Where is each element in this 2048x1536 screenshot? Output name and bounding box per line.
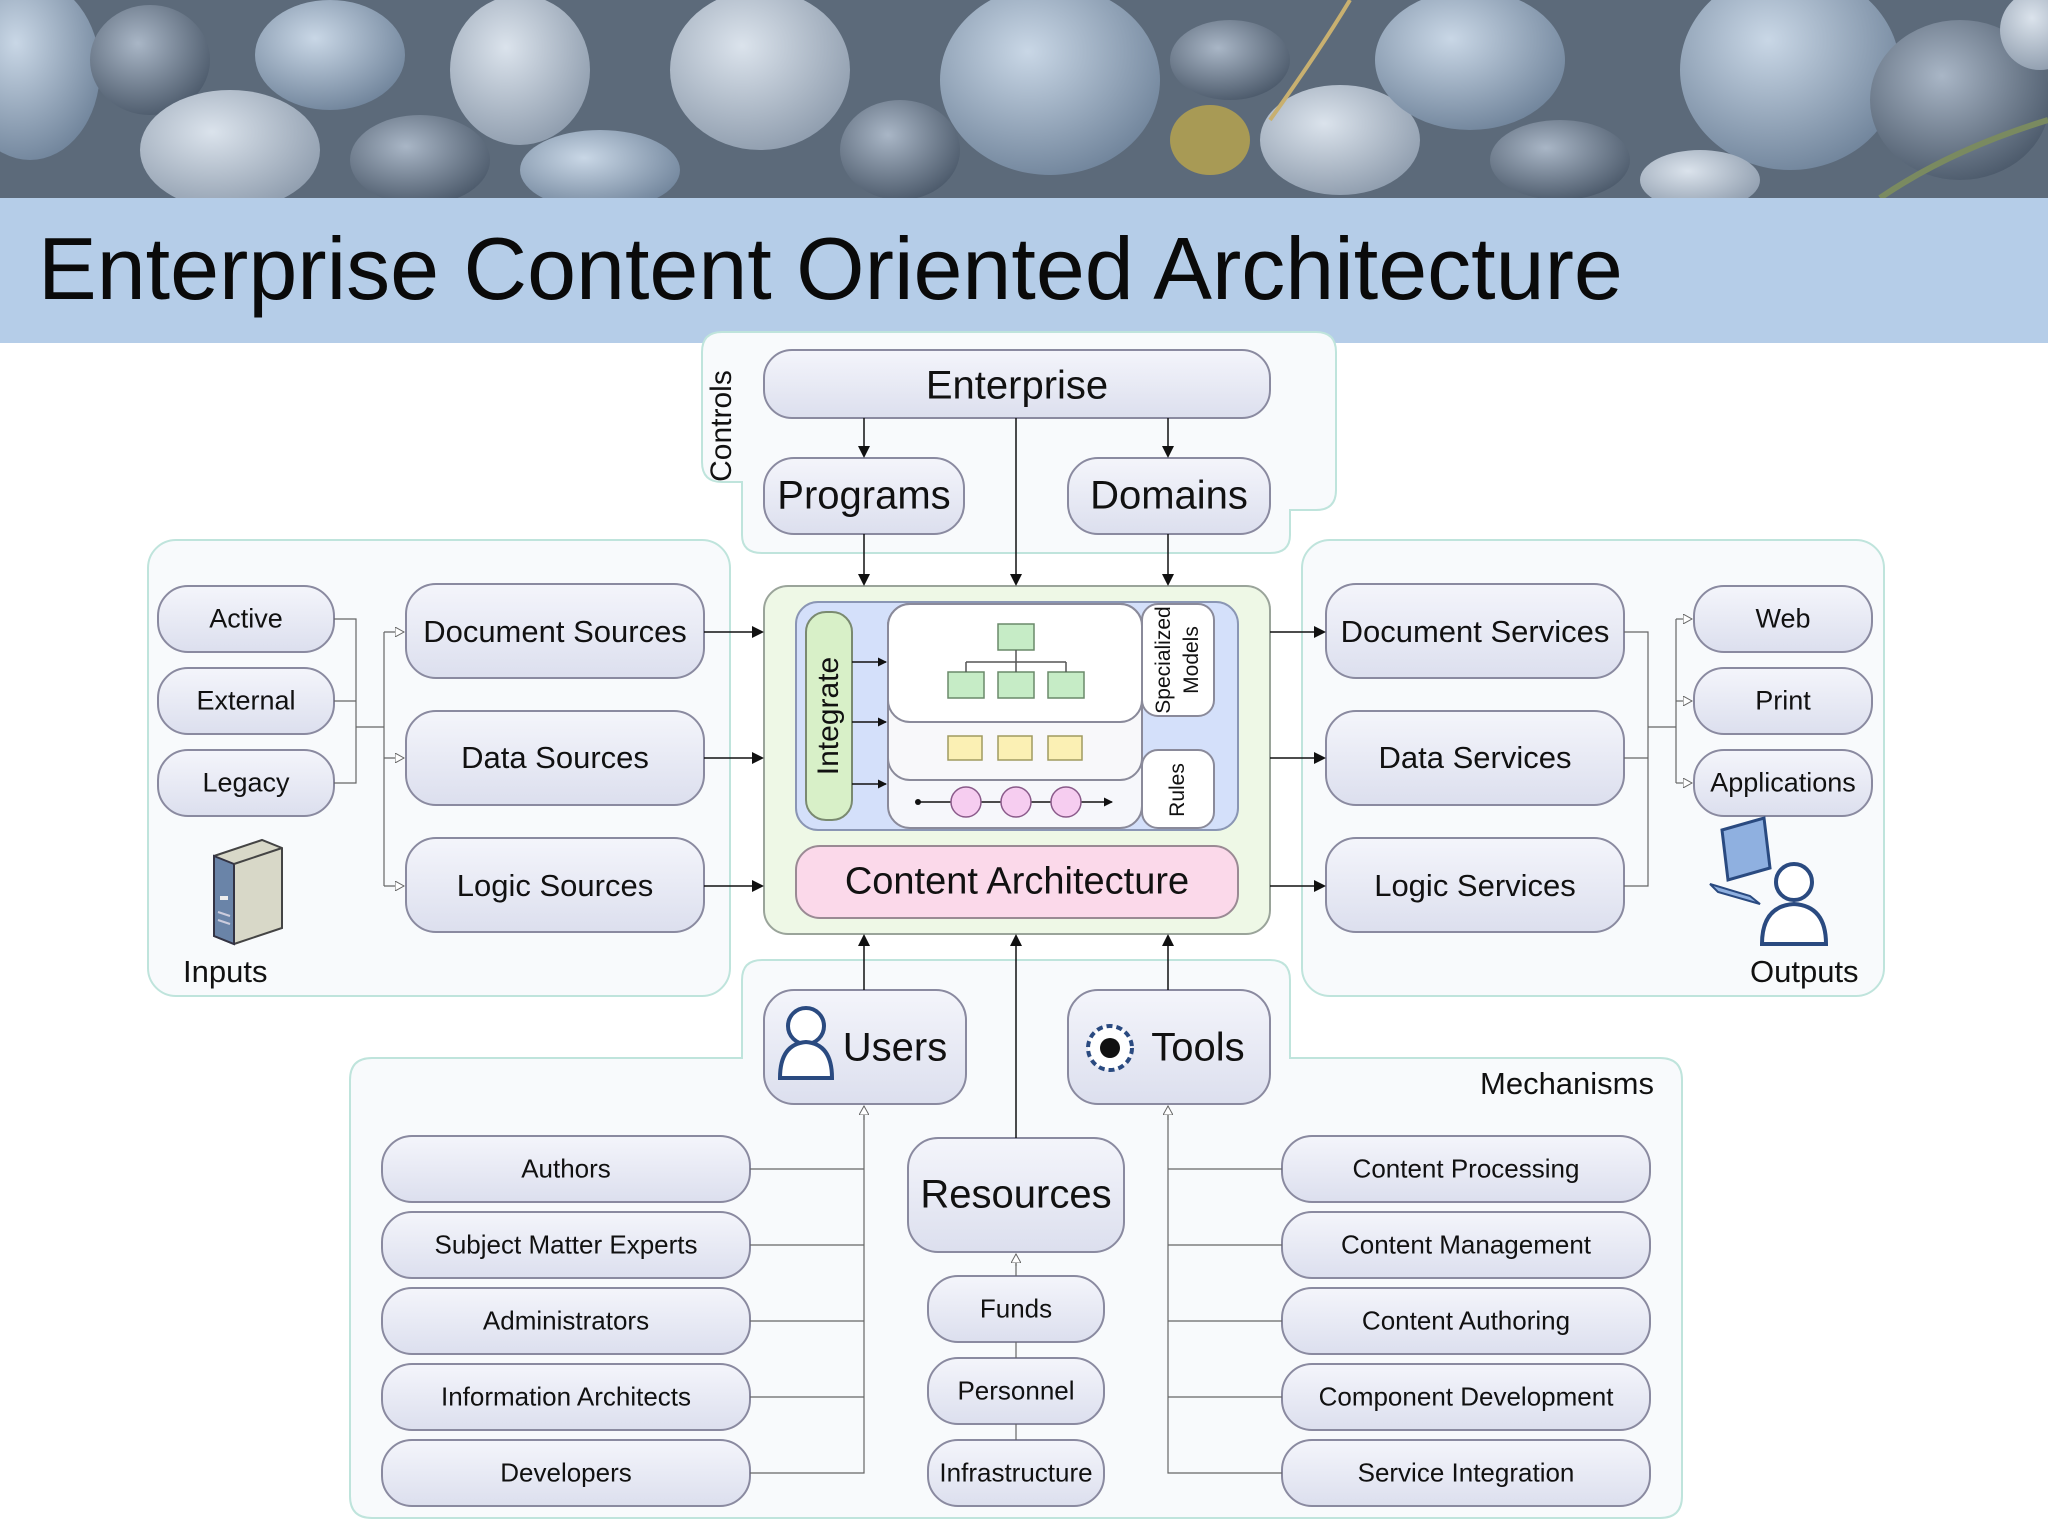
- tool-content-authoring: Content Authoring: [1361, 1305, 1571, 1336]
- tool-content-processing: Content Processing: [1352, 1153, 1580, 1184]
- logic-services-node: Logic Services: [1374, 868, 1576, 903]
- input-source-external: External: [196, 685, 296, 716]
- gear-icon: [1086, 1024, 1134, 1072]
- tool-service-integration: Service Integration: [1357, 1457, 1575, 1488]
- role-authors: Authors: [521, 1153, 611, 1184]
- core-architecture: [763, 585, 1271, 935]
- models-label: Models: [1180, 626, 1203, 694]
- input-source-active: Active: [209, 603, 283, 634]
- role-developers: Developers: [500, 1457, 632, 1488]
- domains-node: Domains: [1090, 473, 1248, 518]
- logic-sources-node: Logic Sources: [456, 868, 654, 903]
- server-icon: [213, 838, 283, 946]
- pills: [157, 349, 1873, 1507]
- content-architecture-node: Content Architecture: [844, 860, 1190, 903]
- tree-connectors: [334, 619, 1692, 1474]
- role-administrators: Administrators: [482, 1305, 650, 1336]
- resources-node: Resources: [920, 1172, 1112, 1217]
- output-target-print: Print: [1755, 685, 1811, 716]
- output-target-web: Web: [1755, 603, 1811, 634]
- computer-user-icon: [1709, 816, 1829, 946]
- input-source-legacy: Legacy: [202, 767, 290, 798]
- outputs-label: Outputs: [1750, 954, 1859, 989]
- title-band: [0, 198, 2048, 343]
- stones: [0, 0, 2048, 198]
- data-services-node: Data Services: [1378, 740, 1572, 775]
- output-target-applications: Applications: [1710, 767, 1856, 798]
- tool-content-management: Content Management: [1340, 1229, 1592, 1260]
- document-sources-node: Document Sources: [423, 614, 687, 649]
- mechanisms-label: Mechanisms: [1480, 1066, 1654, 1101]
- enterprise-node: Enterprise: [925, 363, 1109, 408]
- resource-personnel: Personnel: [957, 1375, 1075, 1406]
- tool-component-development: Component Development: [1318, 1381, 1614, 1412]
- tools-node: Tools: [1151, 1025, 1245, 1070]
- banner-photo: [0, 0, 2048, 198]
- role-subject-matter-experts: Subject Matter Experts: [434, 1229, 698, 1260]
- slide-title: Enterprise Content Oriented Architecture: [38, 219, 1623, 318]
- controls-label: Controls: [705, 370, 738, 482]
- role-information-architects: Information Architects: [441, 1381, 691, 1412]
- inputs-label: Inputs: [183, 954, 268, 989]
- resource-funds: Funds: [979, 1293, 1053, 1324]
- programs-node: Programs: [777, 473, 951, 518]
- rules-label: Rules: [1166, 763, 1189, 817]
- connectors: [704, 418, 1326, 1138]
- integrate-label: Integrate: [812, 656, 845, 776]
- resource-infrastructure: Infrastructure: [939, 1457, 1093, 1488]
- user-icon: [777, 1006, 835, 1080]
- document-services-node: Document Services: [1340, 614, 1610, 649]
- data-sources-node: Data Sources: [461, 740, 649, 775]
- users-node: Users: [842, 1025, 948, 1070]
- specialized-label: Specialized: [1152, 606, 1175, 714]
